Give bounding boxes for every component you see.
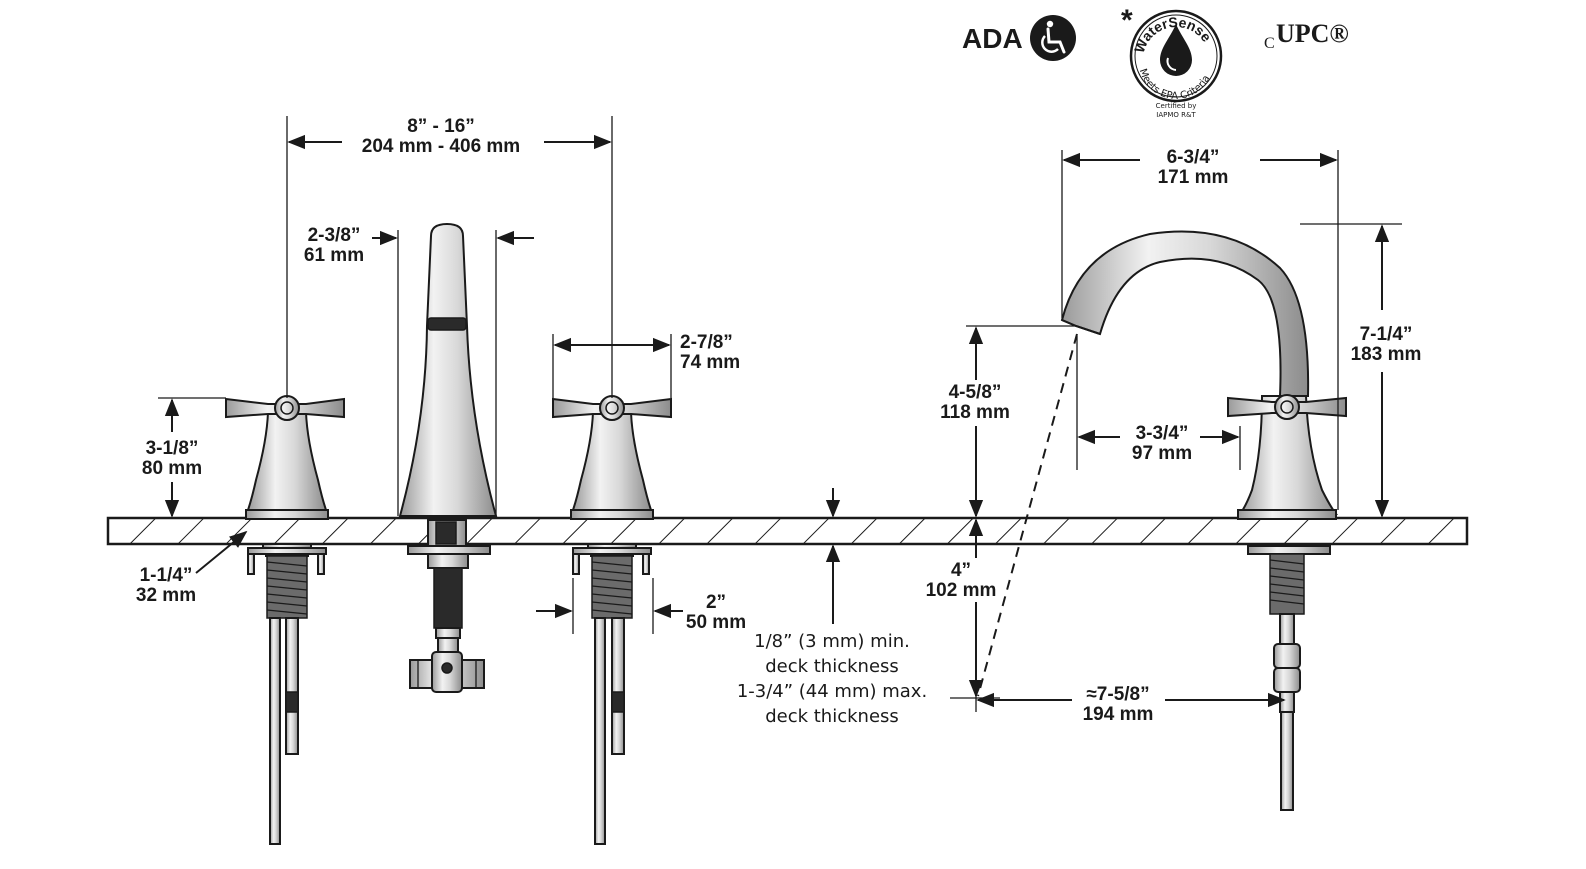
deck-note-line3: 1-3/4” (44 mm) max. bbox=[737, 681, 927, 702]
spread-metric: 204 mm - 406 mm bbox=[362, 136, 520, 157]
dim-handle-width: 2-7/8” 74 mm bbox=[552, 332, 740, 398]
dim-escutcheon-width: 2” 50 mm bbox=[536, 578, 746, 634]
spout-reach-imperial: 6-3/4” bbox=[1167, 147, 1220, 168]
spread-imperial: 8” - 16” bbox=[407, 116, 475, 137]
dim-overall-height: 7-1/4” 183 mm bbox=[1300, 223, 1422, 518]
deck-note-line2: deck thickness bbox=[765, 656, 899, 677]
overall-height-metric: 183 mm bbox=[1351, 344, 1422, 365]
handle-width-metric: 74 mm bbox=[680, 352, 740, 373]
dim-handle-height: 3-1/8” 80 mm bbox=[142, 397, 226, 518]
left-handle bbox=[225, 395, 345, 845]
spout-height-metric: 118 mm bbox=[940, 402, 1010, 423]
below-deck-metric: 102 mm bbox=[926, 580, 997, 601]
dim-spread: 8” - 16” 204 mm - 406 mm bbox=[286, 116, 613, 398]
dim-spout-width: 2-3/8” 61 mm bbox=[304, 225, 534, 516]
dim-below-deck: 4” 102 mm bbox=[926, 518, 1000, 712]
spout-height-imperial: 4-5/8” bbox=[949, 382, 1002, 403]
aerator-to-handle-imperial: 3-3/4” bbox=[1136, 423, 1189, 444]
dim-hole-diameter: 1-1/4” 32 mm bbox=[136, 530, 248, 606]
deck-note-line1: 1/8” (3 mm) min. bbox=[754, 631, 910, 652]
side-view-faucet bbox=[1060, 230, 1347, 811]
hole-diameter-metric: 32 mm bbox=[136, 585, 196, 606]
reach-below-imperial: ≈7-5/8” bbox=[1086, 684, 1149, 705]
watersense-asterisk: * bbox=[1121, 4, 1133, 37]
escutcheon-width-metric: 50 mm bbox=[686, 612, 746, 633]
upc-mark: UPC® bbox=[1276, 19, 1349, 48]
handle-height-imperial: 3-1/8” bbox=[146, 438, 199, 459]
below-deck-imperial: 4” bbox=[951, 560, 971, 581]
dim-spout-height: 4-5/8” 118 mm bbox=[940, 325, 1076, 518]
spout-width-imperial: 2-3/8” bbox=[308, 225, 361, 246]
ada-logo: ADA bbox=[962, 15, 1076, 61]
handle-height-metric: 80 mm bbox=[142, 458, 202, 479]
wheelchair-icon bbox=[1030, 15, 1076, 61]
spout-width-metric: 61 mm bbox=[304, 245, 364, 266]
watersense-cert-line1: Certified by bbox=[1156, 102, 1197, 110]
escutcheon-width-imperial: 2” bbox=[706, 592, 726, 613]
handle-width-imperial: 2-7/8” bbox=[680, 332, 733, 353]
reach-below-metric: 194 mm bbox=[1083, 704, 1154, 725]
spout-reach-metric: 171 mm bbox=[1158, 167, 1229, 188]
upc-prefix: C bbox=[1264, 35, 1275, 52]
dim-aerator-to-handle: 3-3/4” 97 mm bbox=[1076, 336, 1241, 470]
dim-spout-reach: 6-3/4” 171 mm bbox=[1061, 147, 1339, 510]
dim-reach-below: ≈7-5/8” 194 mm bbox=[976, 684, 1286, 725]
water-stream-dashed-line bbox=[977, 333, 1078, 697]
watersense-cert-line2: IAPMO R&T bbox=[1156, 111, 1196, 119]
dim-deck-thickness: 1/8” (3 mm) min. deck thickness 1-3/4” (… bbox=[737, 488, 927, 727]
spout bbox=[398, 222, 498, 693]
deck-note-line4: deck thickness bbox=[765, 706, 899, 727]
hole-diameter-imperial: 1-1/4” bbox=[140, 565, 193, 586]
watersense-logo: * WaterSense Meets EPA Criteria Certifie… bbox=[1121, 4, 1223, 119]
right-handle bbox=[552, 395, 672, 845]
overall-height-imperial: 7-1/4” bbox=[1360, 324, 1413, 345]
ada-label: ADA bbox=[962, 23, 1023, 54]
deck-section bbox=[106, 516, 1469, 546]
upc-logo: C UPC® bbox=[1264, 19, 1349, 52]
aerator-to-handle-metric: 97 mm bbox=[1132, 443, 1192, 464]
